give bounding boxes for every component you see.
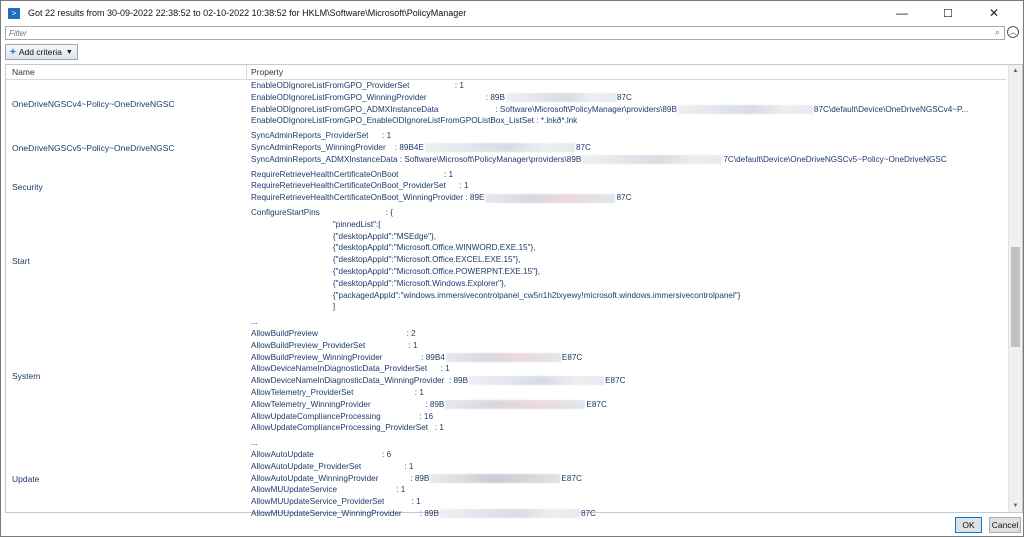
row-property-cell: RequireRetrieveHealthCertificateOnBoot :…	[251, 169, 1001, 204]
property-line: {"desktopAppId":"Microsoft.Office.POWERP…	[251, 266, 541, 276]
column-header-property[interactable]: Property	[251, 67, 284, 77]
property-line: AllowMUUpdateService_WinningProvider : 8…	[251, 508, 596, 519]
property-line: AllowUpdateComplianceProcessing : 16	[251, 411, 434, 421]
maximize-button[interactable]: ☐	[943, 7, 953, 20]
scroll-thumb[interactable]	[1011, 247, 1020, 347]
property-line: EnableODIgnoreListFromGPO_ProviderSet : …	[251, 81, 464, 90]
property-line: {"packagedAppId":"windows.immersivecontr…	[251, 290, 741, 300]
redacted-value	[505, 93, 616, 103]
property-line: AllowDeviceNameInDiagnosticData_Provider…	[251, 364, 450, 374]
search-icon[interactable]: ⌕	[994, 27, 1000, 37]
row-name-cell: Security	[12, 181, 43, 192]
property-line: AllowBuildPreview : 2	[251, 328, 416, 338]
property-line: {"desktopAppId":"MSEdge"},	[251, 231, 437, 241]
row-property-cell: ...AllowBuildPreview : 2 AllowBuildPrevie…	[251, 316, 1001, 434]
column-separator[interactable]	[246, 65, 247, 79]
row-name-cell: System	[12, 370, 41, 381]
grid-row[interactable]: OneDriveNGSCv4~Policy~OneDriveNGSC Enable…	[6, 80, 1006, 130]
ok-button[interactable]: OK	[955, 517, 982, 533]
cancel-button[interactable]: Cancel	[989, 517, 1021, 533]
redacted-value	[439, 509, 580, 519]
plus-icon: +	[10, 46, 16, 58]
property-line: {"desktopAppId":"Microsoft.Office.WINWOR…	[251, 243, 536, 253]
property-line: EnableODIgnoreListFromGPO_EnableODIgnore…	[251, 116, 578, 126]
redacted-value	[430, 473, 561, 483]
property-line: AllowDeviceNameInDiagnosticData_WinningP…	[251, 376, 626, 386]
add-criteria-label: Add criteria	[18, 47, 62, 57]
redacted-value	[469, 376, 605, 386]
row-name-cell: OneDriveNGSCv5~Policy~OneDriveNGSC	[12, 143, 175, 154]
property-line: ]	[251, 302, 336, 312]
redacted-value	[445, 352, 561, 362]
redacted-value	[582, 155, 723, 165]
property-line: ConfigureStartPins : {	[251, 207, 393, 217]
close-button[interactable]: ✕	[988, 6, 1000, 20]
redacted-value	[677, 104, 813, 114]
grid-header: Name Property	[6, 65, 1006, 80]
property-line: AllowUpdateComplianceProcessing_Provider…	[251, 423, 444, 433]
grid-row[interactable]: Update...AllowAutoUpdate : 6 AllowAutoUpd…	[6, 437, 1006, 523]
property-line: AllowAutoUpdate : 6	[251, 449, 392, 459]
property-line: AllowBuildPreview_WinningProvider : 89B4…	[251, 352, 583, 362]
grid-row[interactable]: System...AllowBuildPreview : 2 AllowBuild…	[6, 316, 1006, 437]
property-line: EnableODIgnoreListFromGPO_ADMXInstanceDa…	[251, 104, 969, 114]
property-line: {"desktopAppId":"Microsoft.Windows.Explo…	[251, 278, 507, 288]
property-line: SyncAdminReports_ADMXInstanceData : Soft…	[251, 154, 947, 165]
minimize-button[interactable]: —	[896, 6, 908, 20]
property-line: RequireRetrieveHealthCertificateOnBoot_P…	[251, 181, 469, 191]
grid-row[interactable]: OneDriveNGSCv5~Policy~OneDriveNGSC SyncAd…	[6, 130, 1006, 168]
property-line: SyncAdminReports_WinningProvider : 89B4E…	[251, 142, 591, 153]
title-bar[interactable]: > Got 22 results from 30-09-2022 22:38:5…	[1, 1, 1023, 25]
scroll-up-icon[interactable]: ▲	[1012, 68, 1019, 74]
grid-row[interactable]: Start ConfigureStartPins : { "pinnedList"…	[6, 207, 1006, 316]
redacted-value	[485, 193, 616, 203]
property-line: "pinnedList":[	[251, 219, 381, 229]
property-line: SyncAdminReports_ProviderSet : 1	[251, 131, 392, 141]
scroll-down-icon[interactable]: ▼	[1012, 503, 1019, 509]
property-line: AllowBuildPreview_ProviderSet : 1	[251, 340, 418, 350]
vertical-scrollbar[interactable]: ▲ ▼	[1008, 65, 1022, 512]
row-property-cell: EnableODIgnoreListFromGPO_ProviderSet : …	[251, 80, 1001, 127]
powershell-icon: >	[8, 7, 20, 19]
redacted-value	[445, 400, 586, 410]
results-grid: Name Property OneDriveNGSCv4~Policy~OneD…	[5, 64, 1023, 519]
window-title: Got 22 results from 30-09-2022 22:38:52 …	[28, 8, 467, 18]
redacted-value	[424, 143, 575, 153]
row-property-cell: ConfigureStartPins : { "pinnedList":[ {"…	[251, 207, 1001, 313]
property-line: ...	[251, 317, 258, 327]
row-name-cell: Update	[12, 473, 40, 484]
property-line: RequireRetrieveHealthCertificateOnBoot :…	[251, 169, 454, 179]
row-name-cell: OneDriveNGSCv4~Policy~OneDriveNGSC	[12, 99, 175, 110]
property-line: ...	[251, 438, 258, 448]
column-header-name[interactable]: Name	[12, 67, 35, 77]
filter-box: ⌕	[5, 26, 1005, 40]
filter-input[interactable]	[9, 27, 969, 39]
add-criteria-button[interactable]: + Add criteria ▼	[5, 44, 78, 60]
resize-grip-icon[interactable]: ⋰	[1015, 528, 1021, 534]
property-line: AllowTelemetry_ProviderSet : 1	[251, 387, 424, 397]
property-line: RequireRetrieveHealthCertificateOnBoot_W…	[251, 193, 632, 203]
collapse-criteria-icon[interactable]: ︿	[1007, 26, 1019, 38]
row-property-cell: ...AllowAutoUpdate : 6 AllowAutoUpdate_Pr…	[251, 437, 1001, 520]
dropdown-caret-icon: ▼	[65, 48, 73, 56]
property-line: AllowAutoUpdate_ProviderSet : 1	[251, 461, 414, 471]
property-line: AllowMUUpdateService : 1	[251, 485, 406, 495]
property-line: EnableODIgnoreListFromGPO_WinningProvide…	[251, 92, 632, 103]
row-name-cell: Start	[12, 255, 30, 266]
property-line: AllowMUUpdateService_ProviderSet : 1	[251, 497, 421, 507]
grid-rows: OneDriveNGSCv4~Policy~OneDriveNGSC Enable…	[6, 80, 1006, 523]
property-line: {"desktopAppId":"Microsoft.Office.EXCEL.…	[251, 255, 521, 265]
